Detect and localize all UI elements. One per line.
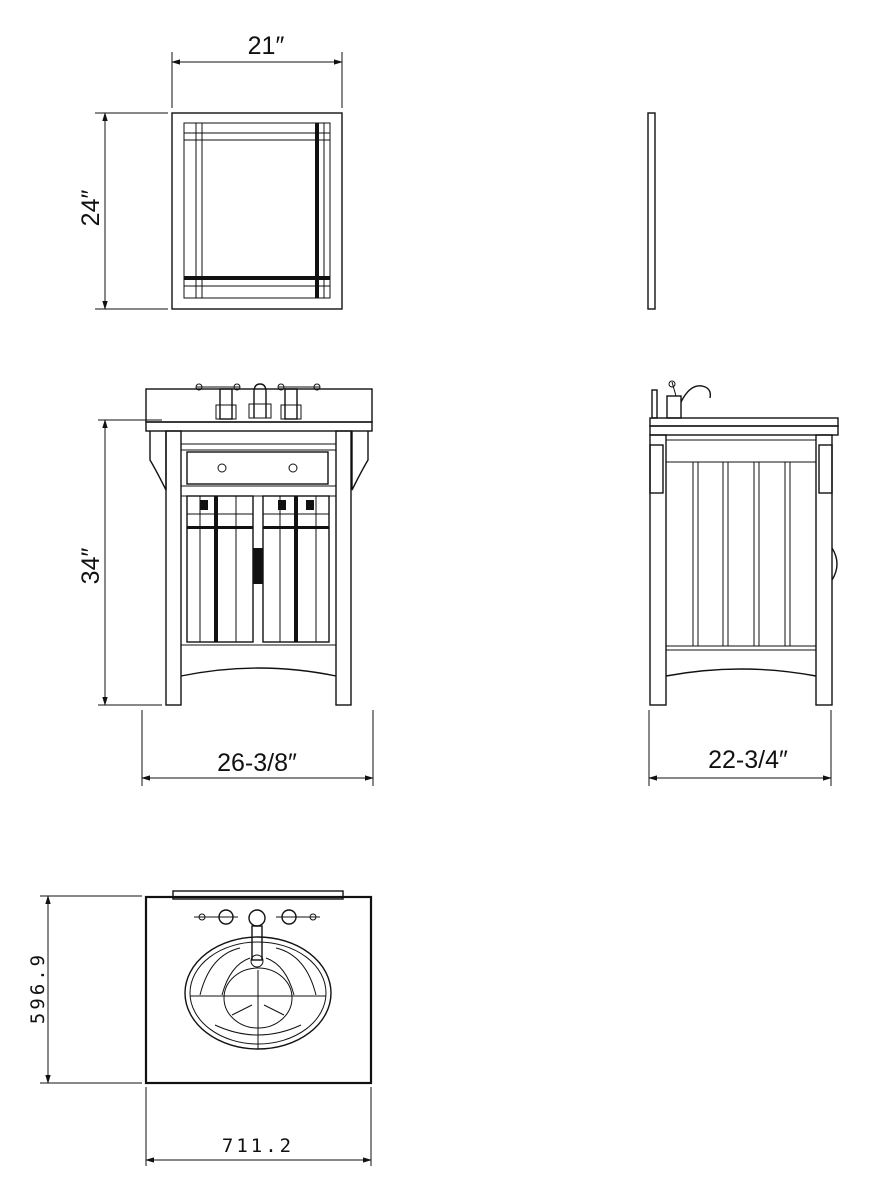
mirror-height-dimension: 24″ (77, 112, 168, 310)
faucet-icon (195, 383, 321, 420)
basin (184, 936, 332, 1050)
faucet-side-icon (651, 380, 712, 419)
countertop-top-view (144, 890, 373, 1085)
vanity-width-label: 26-3/8″ (217, 749, 297, 777)
mirror-side-view (647, 112, 656, 310)
top-depth-dimension: 596.9 (27, 895, 142, 1084)
mirror-width-label: 21″ (248, 32, 285, 60)
vanity-height-label: 34″ (77, 548, 105, 585)
vanity-depth-label: 22-3/4″ (708, 746, 788, 774)
mirror-width-dimension: 21″ (171, 32, 343, 108)
vanity-side-view (649, 380, 839, 706)
top-depth-label: 596.9 (27, 952, 49, 1024)
top-width-label: 711.2 (222, 1135, 294, 1157)
top-width-dimension: 711.2 (145, 1087, 372, 1166)
vanity-depth-dimension: 22-3/4″ (648, 710, 832, 786)
vanity-height-dimension: 34″ (77, 419, 162, 706)
vanity-width-dimension: 26-3/8″ (141, 710, 374, 786)
faucet-top-icon (194, 909, 320, 968)
mirror-height-label: 24″ (77, 190, 105, 227)
vanity-front-view (145, 383, 373, 706)
mirror-front-view (171, 112, 343, 310)
